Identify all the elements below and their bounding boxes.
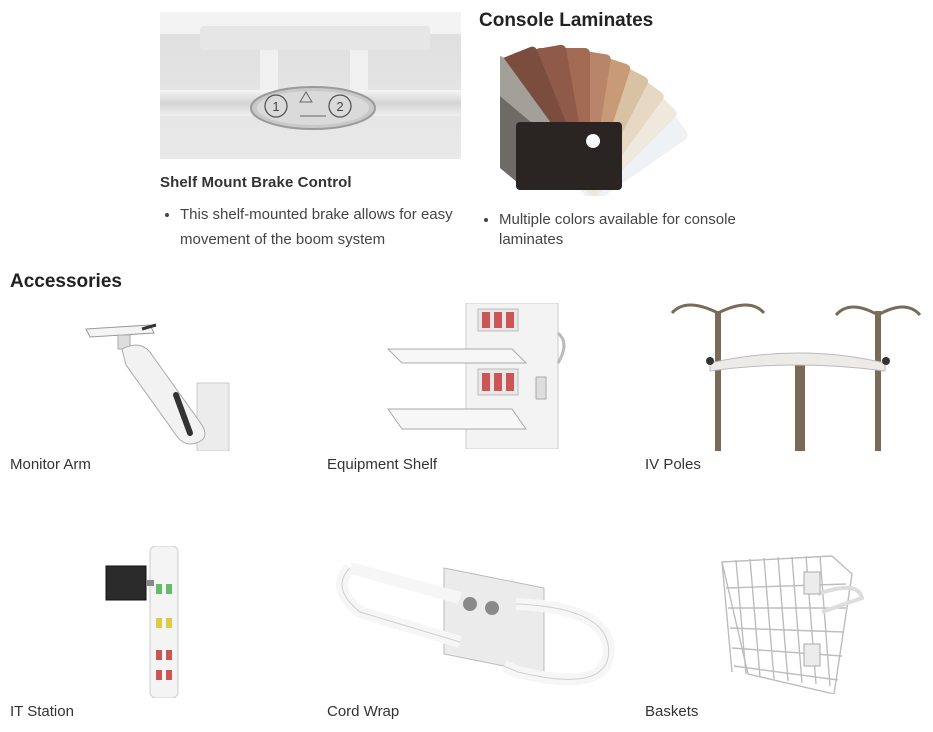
laminates-bullet: Multiple colors available for console la…	[499, 210, 799, 250]
equipment-shelf-image	[386, 303, 576, 449]
brake-button-1-label: 1	[272, 99, 279, 114]
accessory-label-equipment-shelf: Equipment Shelf	[327, 456, 438, 473]
accessory-label-monitor-arm: Monitor Arm	[10, 456, 91, 473]
brake-control-bullet: This shelf-mounted brake allows for easy…	[180, 202, 470, 252]
laminate-swatch-image	[500, 38, 760, 196]
accessory-label-cord-wrap: Cord Wrap	[327, 703, 400, 720]
laminates-title: Console Laminates	[479, 10, 654, 31]
accessory-label-it-station: IT Station	[10, 703, 74, 720]
it-station-image	[104, 546, 194, 698]
accessory-label-iv-poles: IV Poles	[645, 456, 701, 473]
accessories-title: Accessories	[10, 271, 122, 292]
brake-control-image: 1 2	[160, 12, 461, 159]
accessory-label-baskets: Baskets	[645, 703, 699, 720]
brake-control-title: Shelf Mount Brake Control	[160, 174, 352, 191]
laminates-bullets: Multiple colors available for console la…	[479, 210, 799, 250]
iv-poles-image	[670, 303, 922, 451]
brake-control-bullets: This shelf-mounted brake allows for easy…	[160, 202, 470, 252]
cord-wrap-image	[336, 548, 620, 696]
basket-image	[718, 548, 873, 694]
monitor-arm-image	[82, 305, 232, 451]
brake-button-2-label: 2	[336, 99, 343, 114]
